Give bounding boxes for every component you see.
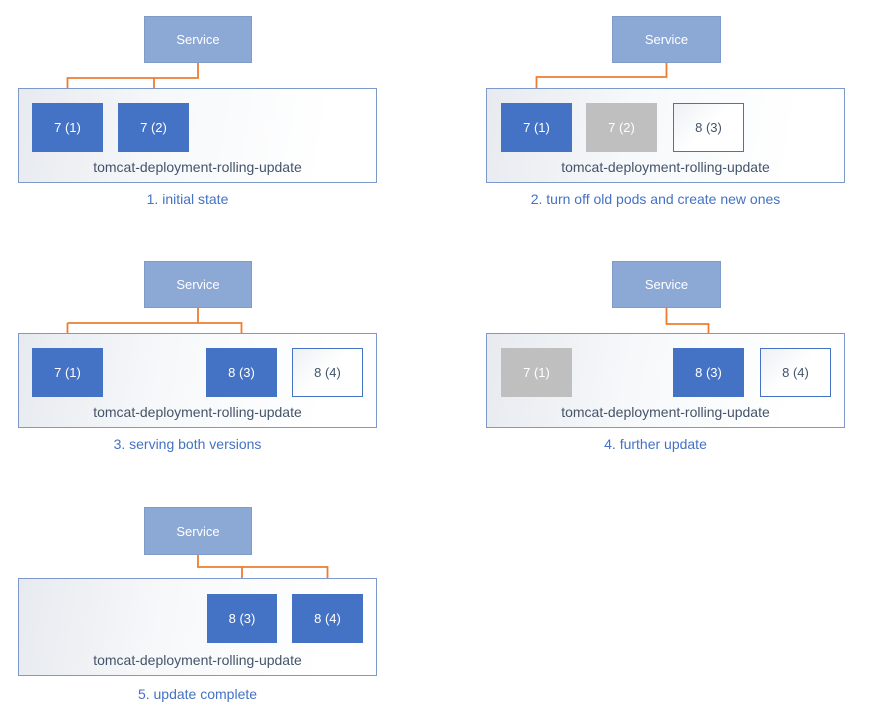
pod-label: 8 (3) xyxy=(228,611,256,626)
pod-label: 7 (1) xyxy=(54,120,81,135)
deployment-name: tomcat-deployment-rolling-update xyxy=(93,404,302,420)
stage-1-panel: Service tomcat-deployment-rolling-update… xyxy=(0,0,435,245)
pod-label: 8 (4) xyxy=(314,611,341,626)
deployment-name: tomcat-deployment-rolling-update xyxy=(93,652,302,668)
service-label: Service xyxy=(644,277,689,292)
stage-2-panel: Service tomcat-deployment-rolling-update… xyxy=(435,0,870,245)
service-box: Service xyxy=(144,16,252,63)
pod-7-2: 7 (2) xyxy=(118,103,189,152)
pod-8-3: 8 (3) xyxy=(207,594,277,643)
service-box: Service xyxy=(144,507,252,555)
pod-8-4: 8 (4) xyxy=(760,348,831,397)
service-box: Service xyxy=(612,261,721,308)
pod-7-1: 7 (1) xyxy=(501,103,572,152)
pod-7-1: 7 (1) xyxy=(501,348,572,397)
service-label: Service xyxy=(176,277,220,292)
pod-label: 7 (2) xyxy=(608,120,635,135)
pod-label: 8 (3) xyxy=(695,365,722,380)
service-label: Service xyxy=(176,523,220,539)
pod-8-3: 8 (3) xyxy=(673,103,744,152)
pod-label: 8 (3) xyxy=(228,365,255,380)
stage-caption: 5. update complete xyxy=(137,686,258,702)
deployment-name: tomcat-deployment-rolling-update xyxy=(561,404,770,420)
pod-label: 8 (3) xyxy=(695,120,722,135)
deployment-name: tomcat-deployment-rolling-update xyxy=(93,159,302,175)
pod-7-1: 7 (1) xyxy=(32,348,103,397)
service-box: Service xyxy=(612,16,721,63)
pod-7-2: 7 (2) xyxy=(586,103,657,152)
stage-4-panel: Service tomcat-deployment-rolling-update… xyxy=(435,245,870,480)
pod-label: 7 (1) xyxy=(523,120,550,135)
deployment-name: tomcat-deployment-rolling-update xyxy=(561,159,770,175)
service-label: Service xyxy=(644,32,689,47)
stage-5-panel: Service tomcat-deployment-rolling-update… xyxy=(0,480,435,718)
pod-label: 7 (2) xyxy=(140,120,167,135)
stage-caption: 1. initial state xyxy=(146,191,229,207)
pod-7-1: 7 (1) xyxy=(32,103,103,152)
service-label: Service xyxy=(176,32,220,47)
pod-label: 8 (4) xyxy=(782,365,809,380)
pod-8-3: 8 (3) xyxy=(206,348,277,397)
pod-label: 7 (1) xyxy=(523,365,550,380)
stage-caption: 4. further update xyxy=(604,436,707,452)
stage-caption: 3. serving both versions xyxy=(113,436,262,452)
pod-8-4: 8 (4) xyxy=(292,594,363,643)
pod-label: 7 (1) xyxy=(54,365,81,380)
pod-8-4: 8 (4) xyxy=(292,348,363,397)
stage-caption: 2. turn off old pods and create new ones xyxy=(530,191,781,207)
pod-8-3: 8 (3) xyxy=(673,348,744,397)
stage-3-panel: Service tomcat-deployment-rolling-update… xyxy=(0,245,435,480)
pod-label: 8 (4) xyxy=(314,365,341,380)
service-box: Service xyxy=(144,261,252,308)
